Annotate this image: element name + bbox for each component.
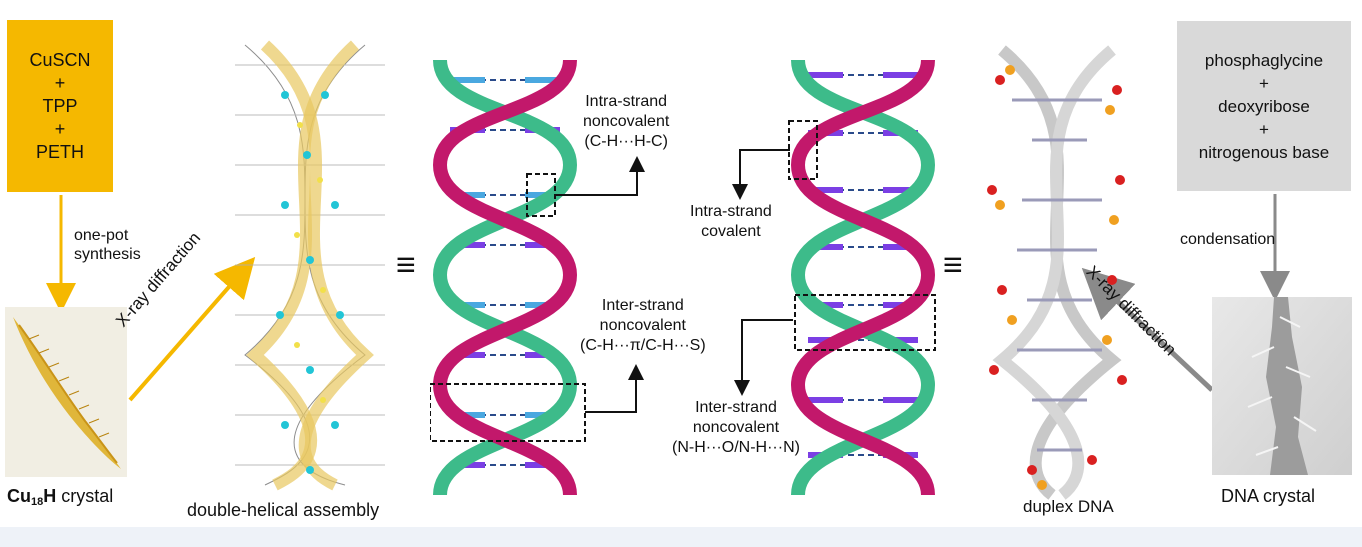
left-helix-schematic [430, 59, 586, 496]
dna-caption: duplex DNA [1023, 497, 1114, 516]
annotation-line: noncovalent [583, 113, 670, 130]
plus-sign: + [1259, 119, 1269, 139]
caption-rest: crystal [56, 486, 114, 506]
component-line: phosphaglycine [1204, 50, 1324, 70]
synthesis-label: one-pot synthesis [74, 226, 141, 264]
component-line: nitrogenous base [1198, 142, 1330, 162]
plus-sign: + [54, 118, 66, 139]
annotation-line: (C-H···H-C) [584, 133, 668, 150]
left-inter-annotation: Inter-strand noncovalent (C-H···π/C-H···… [580, 296, 706, 356]
right-intra-annotation: Intra-strand covalent [690, 202, 772, 242]
components-box: phosphaglycine + deoxyribose + nitrogeno… [1177, 21, 1351, 191]
cu18h-crystal-caption: Cu18H crystal [7, 486, 113, 508]
caption-subscript: 18 [31, 496, 44, 508]
assembly-caption: double-helical assembly [187, 500, 380, 520]
reactant-line: PETH [35, 141, 84, 162]
synthesis-label-line: one-pot [74, 227, 129, 244]
component-line: deoxyribose [1218, 96, 1310, 116]
right-diffraction-arrow [1081, 267, 1214, 392]
annotation-line: noncovalent [692, 419, 780, 436]
reactants-box: CuSCN + TPP + PETH [7, 20, 113, 192]
cu18h-crystal-image [5, 307, 127, 477]
equivalence-symbol-right: ≡ [943, 246, 963, 284]
equivalence-symbol-left: ≡ [396, 246, 416, 284]
annotation-line: Intra-strand [690, 203, 772, 220]
reactant-line: TPP [42, 95, 78, 116]
dna-crystal-caption: DNA crystal [1221, 486, 1316, 506]
right-helix-schematic [788, 59, 936, 496]
plus-sign: + [54, 72, 66, 93]
dna-crystal-image [1212, 297, 1352, 475]
annotation-line: (C-H···π/C-H···S) [580, 337, 706, 354]
annotation-line: covalent [701, 223, 761, 240]
duplex-dna-image [987, 45, 1127, 500]
annotation-line: noncovalent [599, 317, 686, 334]
annotation-line: Inter-strand [695, 399, 777, 416]
left-diffraction-arrow [128, 256, 256, 402]
caption-h: H [43, 486, 57, 506]
left-intra-annotation: Intra-strand noncovalent (C-H···H-C) [583, 92, 669, 152]
annotation-line: (N-H···O/N-H···N) [672, 439, 800, 456]
synthesis-label-line: synthesis [74, 246, 141, 263]
right-inter-annotation: Inter-strand noncovalent (N-H···O/N-H···… [672, 398, 800, 458]
caption-cu: Cu [7, 486, 31, 506]
double-helical-assembly-image [235, 40, 385, 491]
annotation-line: Intra-strand [585, 93, 668, 110]
reactant-line: CuSCN [29, 49, 91, 70]
plus-sign: + [1259, 73, 1269, 93]
condensation-label: condensation [1180, 231, 1276, 248]
bottom-band [0, 527, 1362, 547]
annotation-line: Inter-strand [601, 297, 684, 314]
